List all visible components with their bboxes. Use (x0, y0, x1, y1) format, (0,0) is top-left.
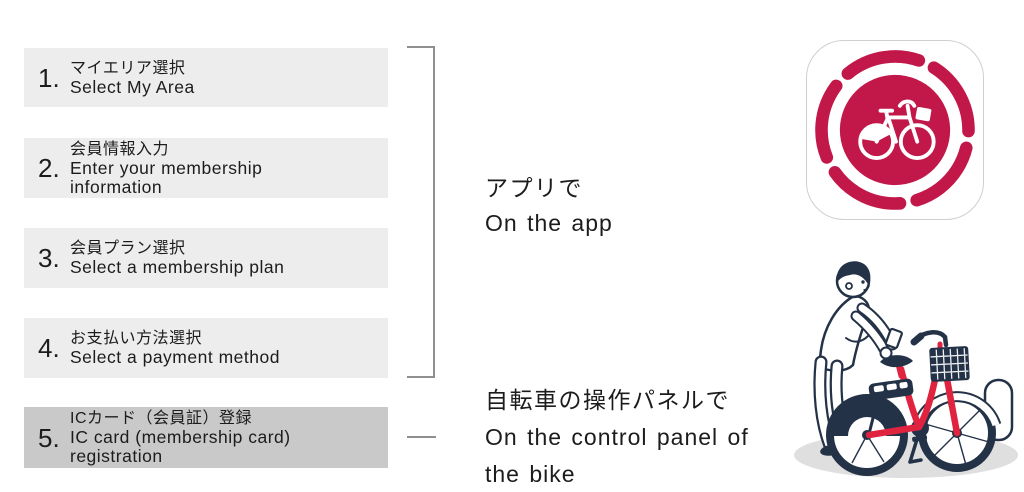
rear-wheel-skirt (830, 399, 904, 436)
bikeshare-app-icon-art (815, 50, 975, 210)
step-3-label-jp: 会員プラン選択 (70, 240, 186, 257)
step-1-label-jp: マイエリア選択 (70, 59, 186, 77)
control-panel-label-jp: 自転車の操作パネルで (485, 387, 730, 413)
step-2-label-jp: 会員情報入力 (70, 140, 170, 158)
step-3-label-en: Select a membership plan (70, 257, 285, 277)
handlebar-grip (910, 332, 925, 346)
share-bike (826, 330, 1014, 476)
app-label-en: On the app (485, 210, 613, 236)
pedal (912, 434, 928, 442)
person-hair (836, 261, 871, 286)
app-label-jp: アプリで (485, 175, 583, 201)
step-3-text: 会員プラン選択 Select a membership plan (70, 239, 388, 277)
bikeshare-app-icon (806, 40, 984, 220)
hand (879, 346, 893, 360)
step-3-box: 3. 会員プラン選択 Select a membership plan (24, 228, 388, 288)
control-panel (868, 378, 914, 401)
step-4-box: 4. お支払い方法選択 Select a payment method (24, 318, 388, 378)
step-5-box: 5. ICカード（会員証）登録 IC card (membership card… (24, 407, 388, 468)
control-panel-label-en: On the control panel of the bike (485, 424, 749, 487)
step-5-label-en: IC card (membership card) registration (70, 427, 291, 466)
app-label: アプリで On the app (485, 171, 613, 241)
ic-card-registration-illustration (790, 252, 1024, 492)
person-arms (850, 302, 903, 360)
bicycle-rear-fender (860, 124, 892, 142)
step-5-label-jp: ICカード（会員証）登録 (70, 410, 253, 427)
step-2-box: 2. 会員情報入力 Enter your membership informat… (24, 138, 388, 198)
step-1-number: 1. (38, 62, 60, 93)
bike-basket (929, 346, 970, 382)
connector-step-5 (407, 436, 436, 438)
bracket-steps-1-4 (407, 46, 435, 378)
step-3-number: 3. (38, 243, 60, 273)
step-1-text: マイエリア選択 Select My Area (70, 59, 388, 97)
step-4-number: 4. (38, 333, 60, 363)
step-2-number: 2. (38, 153, 60, 183)
bicycle-basket (915, 106, 932, 122)
control-panel-label: 自転車の操作パネルで On the control panel of the b… (485, 382, 757, 492)
app-icon-red-circle (839, 74, 951, 186)
step-4-text: お支払い方法選択 Select a payment method (70, 329, 388, 367)
step-1-box: 1. マイエリア選択 Select My Area (24, 48, 388, 107)
rear-rack (867, 397, 880, 435)
step-1-label-en: Select My Area (70, 76, 195, 97)
app-icon-broken-ring (815, 50, 975, 210)
step-5-text: ICカード（会員証）登録 IC card (membership card) r… (70, 409, 388, 466)
step-2-label-en: Enter your membership information (70, 157, 263, 197)
step-5-number: 5. (38, 422, 60, 453)
step-2-text: 会員情報入力 Enter your membership information (70, 140, 388, 197)
ic-card (884, 327, 903, 350)
person-bike-art (794, 261, 1018, 478)
step-4-label-en: Select a payment method (70, 347, 280, 367)
step-4-label-jp: お支払い方法選択 (70, 330, 203, 347)
person-ear (845, 282, 853, 290)
